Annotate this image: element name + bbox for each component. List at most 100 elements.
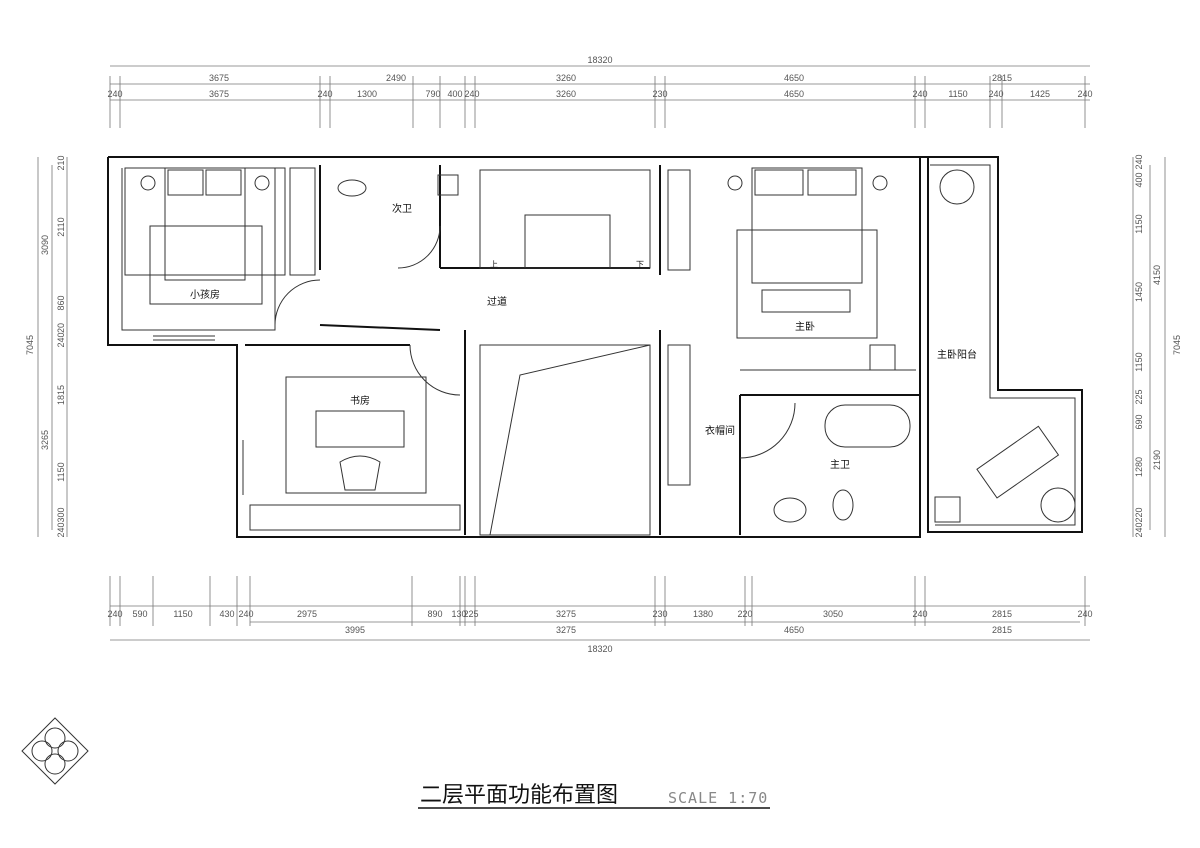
dimension-label: 1450 — [1134, 282, 1144, 302]
label-second-bath: 次卫 — [392, 202, 412, 215]
stairs — [479, 169, 651, 269]
dimension-label: 3260 — [556, 73, 576, 83]
dimension-label: 4650 — [784, 89, 804, 99]
door-swing — [274, 279, 321, 326]
lamp-icon — [254, 175, 270, 191]
furniture — [140, 167, 1076, 536]
dimension-lines — [37, 65, 1166, 641]
dimension-label: 400 — [1134, 172, 1144, 187]
master-rug — [736, 229, 878, 339]
dimension-label: 3275 — [556, 609, 576, 619]
dimension-label: 3050 — [823, 609, 843, 619]
label-stair-down: 下 — [636, 260, 644, 269]
stair-void — [479, 344, 651, 536]
dimension-label: 240 — [107, 89, 122, 99]
dimension-label: 130 — [451, 609, 466, 619]
dimension-label: 7045 — [1172, 335, 1182, 355]
dimension-label: 2815 — [992, 73, 1012, 83]
stair-landing — [524, 214, 611, 269]
dimension-label: 3090 — [40, 235, 50, 255]
sink — [773, 497, 807, 523]
dimension-label: 4650 — [784, 625, 804, 635]
dimension-label: 220 — [1134, 507, 1144, 522]
dimension-label: 220 — [737, 609, 752, 619]
pillow — [807, 169, 857, 196]
label-kids-room: 小孩房 — [190, 288, 220, 301]
compass-icon — [21, 717, 89, 785]
dimension-label: 860 — [56, 295, 66, 310]
dimension-label: 7045 — [25, 335, 35, 355]
dimension-label: 240 — [238, 609, 253, 619]
dimension-label: 230 — [652, 89, 667, 99]
plant-icon — [1040, 487, 1076, 523]
dimension-label: 790 — [425, 89, 440, 99]
dimension-label: 2490 — [386, 73, 406, 83]
door-swing — [397, 225, 441, 269]
lamp-icon — [140, 175, 156, 191]
dimension-label: 3995 — [345, 625, 365, 635]
label-master-bath: 主卫 — [830, 459, 850, 471]
dimension-label: 240 — [56, 332, 66, 347]
dimension-label: 2975 — [297, 609, 317, 619]
label-cloakroom: 衣帽间 — [705, 424, 735, 437]
toilet — [337, 179, 367, 197]
toilet — [832, 489, 854, 521]
sink — [437, 174, 459, 196]
label-master-balcony: 主卧阳台 — [937, 348, 977, 361]
dimension-label: 20 — [56, 323, 66, 333]
dimension-label: 590 — [132, 609, 147, 619]
dimension-label: 240 — [912, 609, 927, 619]
study-chair — [339, 455, 381, 491]
lounge-chair — [976, 425, 1060, 499]
wardrobe — [667, 344, 691, 486]
wardrobe — [667, 169, 691, 271]
dimension-label: 3675 — [209, 73, 229, 83]
dimension-label: 1815 — [56, 385, 66, 405]
dimension-label: 240 — [107, 609, 122, 619]
label-master-bedroom: 主卧 — [795, 320, 815, 333]
study-cabinet — [249, 504, 461, 531]
master-bed — [751, 167, 863, 284]
pillow — [754, 169, 804, 196]
dimension-label: 2815 — [992, 625, 1012, 635]
dimension-label: 240 — [464, 89, 479, 99]
dimension-label: 1300 — [357, 89, 377, 99]
dimension-label: 1150 — [56, 462, 66, 481]
lamp-icon — [872, 175, 888, 191]
label-corridor: 过道 — [487, 295, 507, 308]
dimension-label: 3260 — [556, 89, 576, 99]
dimension-label: 240 — [912, 89, 927, 99]
label-stair-up: 上 — [490, 260, 498, 269]
room-labels: 小孩房 次卫 过道 主卧 主卧阳台 书房 衣帽间 主卫 上 下 — [190, 202, 977, 471]
kids-rug — [149, 225, 263, 305]
dimension-label: 240 — [317, 89, 332, 99]
drawing-scale: SCALE 1:70 — [668, 789, 768, 807]
bathtub — [824, 404, 911, 448]
ottoman — [869, 344, 896, 371]
dimension-label: 4650 — [784, 73, 804, 83]
lamp-icon — [727, 175, 743, 191]
dimension-label: 1280 — [1134, 457, 1144, 477]
dimension-label: 1380 — [693, 609, 713, 619]
dimension-label: 18320 — [587, 55, 612, 65]
dimension-label: 230 — [652, 609, 667, 619]
floor-drain — [934, 496, 961, 523]
void-line — [489, 344, 651, 536]
dimension-label: 240 — [988, 89, 1003, 99]
dimension-label: 2190 — [1152, 450, 1162, 470]
dimension-label: 240 — [1134, 154, 1144, 169]
pillow — [205, 169, 242, 196]
dimension-label: 400 — [447, 89, 462, 99]
dimension-label: 890 — [427, 609, 442, 619]
dimension-label: 2110 — [56, 217, 66, 236]
dimension-label: 18320 — [587, 644, 612, 654]
dimension-label: 690 — [1134, 414, 1144, 429]
dimension-label: 240 — [56, 522, 66, 537]
dimension-label: 240 — [1077, 609, 1092, 619]
dimension-label: 240 — [1077, 89, 1092, 99]
dimension-label: 3275 — [556, 625, 576, 635]
walls — [107, 156, 1083, 538]
